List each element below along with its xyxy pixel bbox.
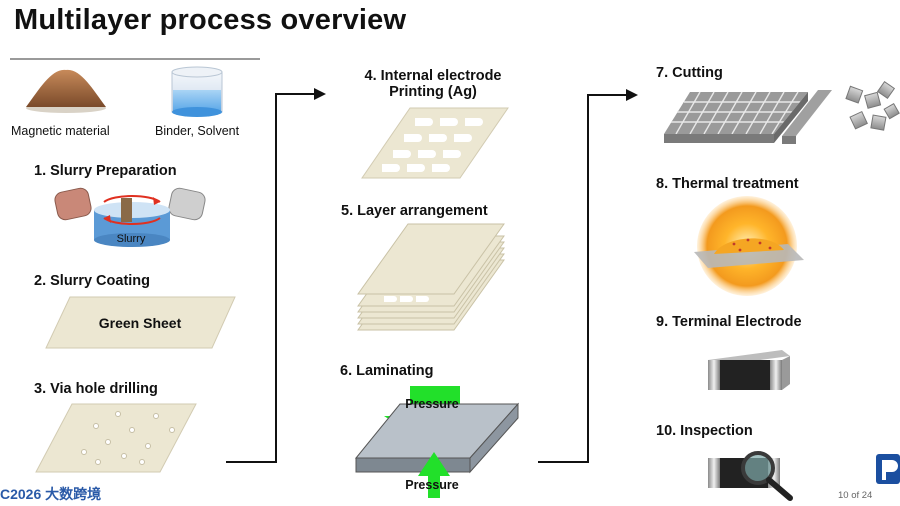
logo-icon — [876, 454, 900, 484]
step-5-label: 5. Layer arrangement — [341, 203, 488, 219]
step-10-label: 10. Inspection — [656, 423, 753, 439]
furnace-glow-icon — [694, 196, 804, 296]
chip-component-icon — [708, 350, 790, 390]
inspection-icon — [708, 451, 793, 501]
slurry-label: Slurry — [117, 233, 146, 245]
printed-electrode-sheet-icon — [361, 107, 509, 179]
pressure-bottom-label: Pressure — [405, 478, 459, 492]
step-2-label: 2. Slurry Coating — [34, 273, 151, 289]
beaker-icon — [171, 66, 223, 117]
slurry-mixer-icon — [54, 187, 206, 247]
page-title: Multilayer process overview — [14, 4, 407, 36]
step-1-label: 1. Slurry Preparation — [34, 163, 177, 179]
green-sheet-icon — [45, 296, 236, 349]
binder-caption: Binder, Solvent — [155, 124, 240, 138]
drilled-sheet-icon — [35, 403, 197, 473]
page-counter: 10 of 24 — [838, 490, 873, 501]
pressure-top-label: Pressure — [405, 397, 459, 411]
watermark: C2026 大数跨境 — [0, 486, 102, 502]
laminating-press-icon — [354, 386, 520, 498]
green-sheet-label: Green Sheet — [99, 315, 182, 331]
step-4-line-1: 4. Internal electrode — [364, 68, 502, 84]
cut-block-icon — [664, 90, 832, 144]
title-divider — [10, 58, 260, 60]
flow-arrow-1 — [226, 88, 326, 463]
step-4-label: 4. Internal electrode Printing (Ag) — [338, 68, 528, 100]
step-3-label: 3. Via hole drilling — [34, 381, 158, 397]
step-7-label: 7. Cutting — [656, 65, 723, 81]
cut-chips-icon — [845, 80, 900, 131]
step-8-label: 8. Thermal treatment — [656, 176, 799, 192]
layer-stack-icon — [357, 223, 505, 331]
magnetic-material-caption: Magnetic material — [11, 124, 110, 138]
flow-arrow-2 — [538, 89, 638, 463]
magnetic-material-icon — [26, 69, 106, 113]
step-4-line-2: Printing (Ag) — [389, 84, 477, 100]
step-9-label: 9. Terminal Electrode — [656, 314, 802, 330]
step-6-label: 6. Laminating — [340, 363, 434, 379]
